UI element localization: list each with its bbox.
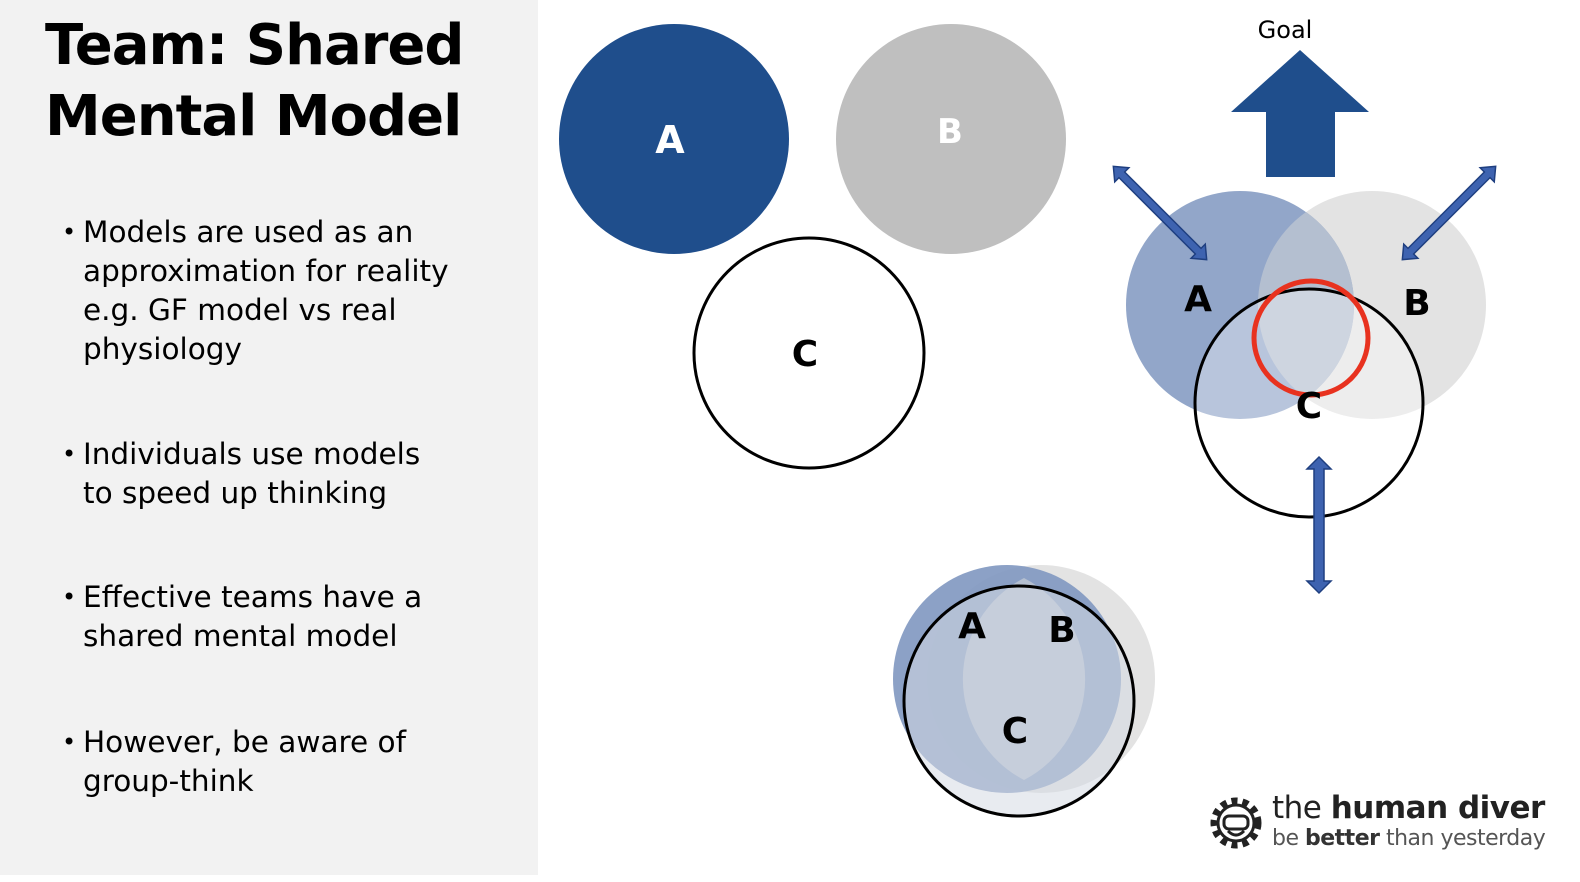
logo-name-bold: human diver	[1330, 790, 1546, 826]
logo-tagline: be better than yesterday	[1272, 826, 1546, 851]
logo-tag-1: be	[1272, 826, 1305, 851]
bullet-dot: •	[62, 440, 77, 468]
bullet-text: Individuals use models to speed up think…	[83, 437, 421, 510]
bullet-item: • Individuals use models to speed up thi…	[62, 435, 512, 513]
circle-c-separate	[692, 236, 926, 470]
title-line-1: Team: Shared	[45, 13, 464, 78]
logo-name-light: the	[1272, 790, 1331, 826]
label-c-separate: C	[792, 334, 818, 375]
double-arrow-vertical-icon	[1305, 455, 1333, 595]
goal-label: Goal	[1258, 16, 1313, 44]
label-a-separate: A	[655, 118, 685, 162]
bullet-dot: •	[62, 728, 77, 756]
label-a-merged: A	[958, 606, 986, 647]
label-b-merged: B	[1048, 610, 1075, 651]
logo-name: the human diver	[1272, 790, 1545, 826]
bullet-text: Models are used as an approximation for …	[83, 215, 449, 366]
label-b-separate: B	[937, 112, 963, 152]
bullet-text: However, be aware of group-think	[83, 725, 406, 798]
label-c-overlap: C	[1296, 386, 1322, 427]
logo: the human diver be better than yesterday	[1206, 790, 1566, 860]
bullet-text: Effective teams have a shared mental mod…	[83, 580, 423, 653]
bullet-item: • Effective teams have a shared mental m…	[62, 578, 512, 656]
bullet-item: • However, be aware of group-think	[62, 723, 512, 801]
left-panel	[0, 0, 538, 875]
separate-models: A B C	[559, 24, 1066, 470]
bullet-dot: •	[62, 583, 77, 611]
title-line-2: Mental Model	[45, 84, 462, 149]
influence-arrows	[1112, 165, 1497, 595]
goal-arrow-icon	[1231, 50, 1369, 177]
logo-tag-2: than yesterday	[1379, 826, 1546, 851]
shared-model-highlight-circle	[1251, 278, 1371, 398]
overlap-ab-region	[1257, 212, 1355, 398]
diver-mask-gear-icon	[1210, 797, 1262, 849]
goal-group: Goal	[1231, 16, 1369, 177]
double-arrow-left-icon	[1112, 165, 1208, 261]
slide-title: Team: Shared Mental Model	[45, 10, 525, 152]
label-a-overlap: A	[1184, 279, 1212, 320]
label-b-overlap: B	[1403, 283, 1430, 324]
label-c-merged: C	[1002, 711, 1028, 752]
circle-b-separate	[836, 24, 1066, 254]
double-arrow-right-icon	[1401, 165, 1497, 261]
merged-models: A B C	[893, 565, 1155, 818]
logo-tag-bold: better	[1305, 826, 1380, 851]
circle-a-separate	[559, 24, 789, 254]
bullet-dot: •	[62, 218, 77, 246]
overlapping-models: A B C	[1126, 191, 1486, 519]
circle-c-merged	[902, 584, 1136, 818]
bullet-item: • Models are used as an approximation fo…	[62, 213, 512, 369]
